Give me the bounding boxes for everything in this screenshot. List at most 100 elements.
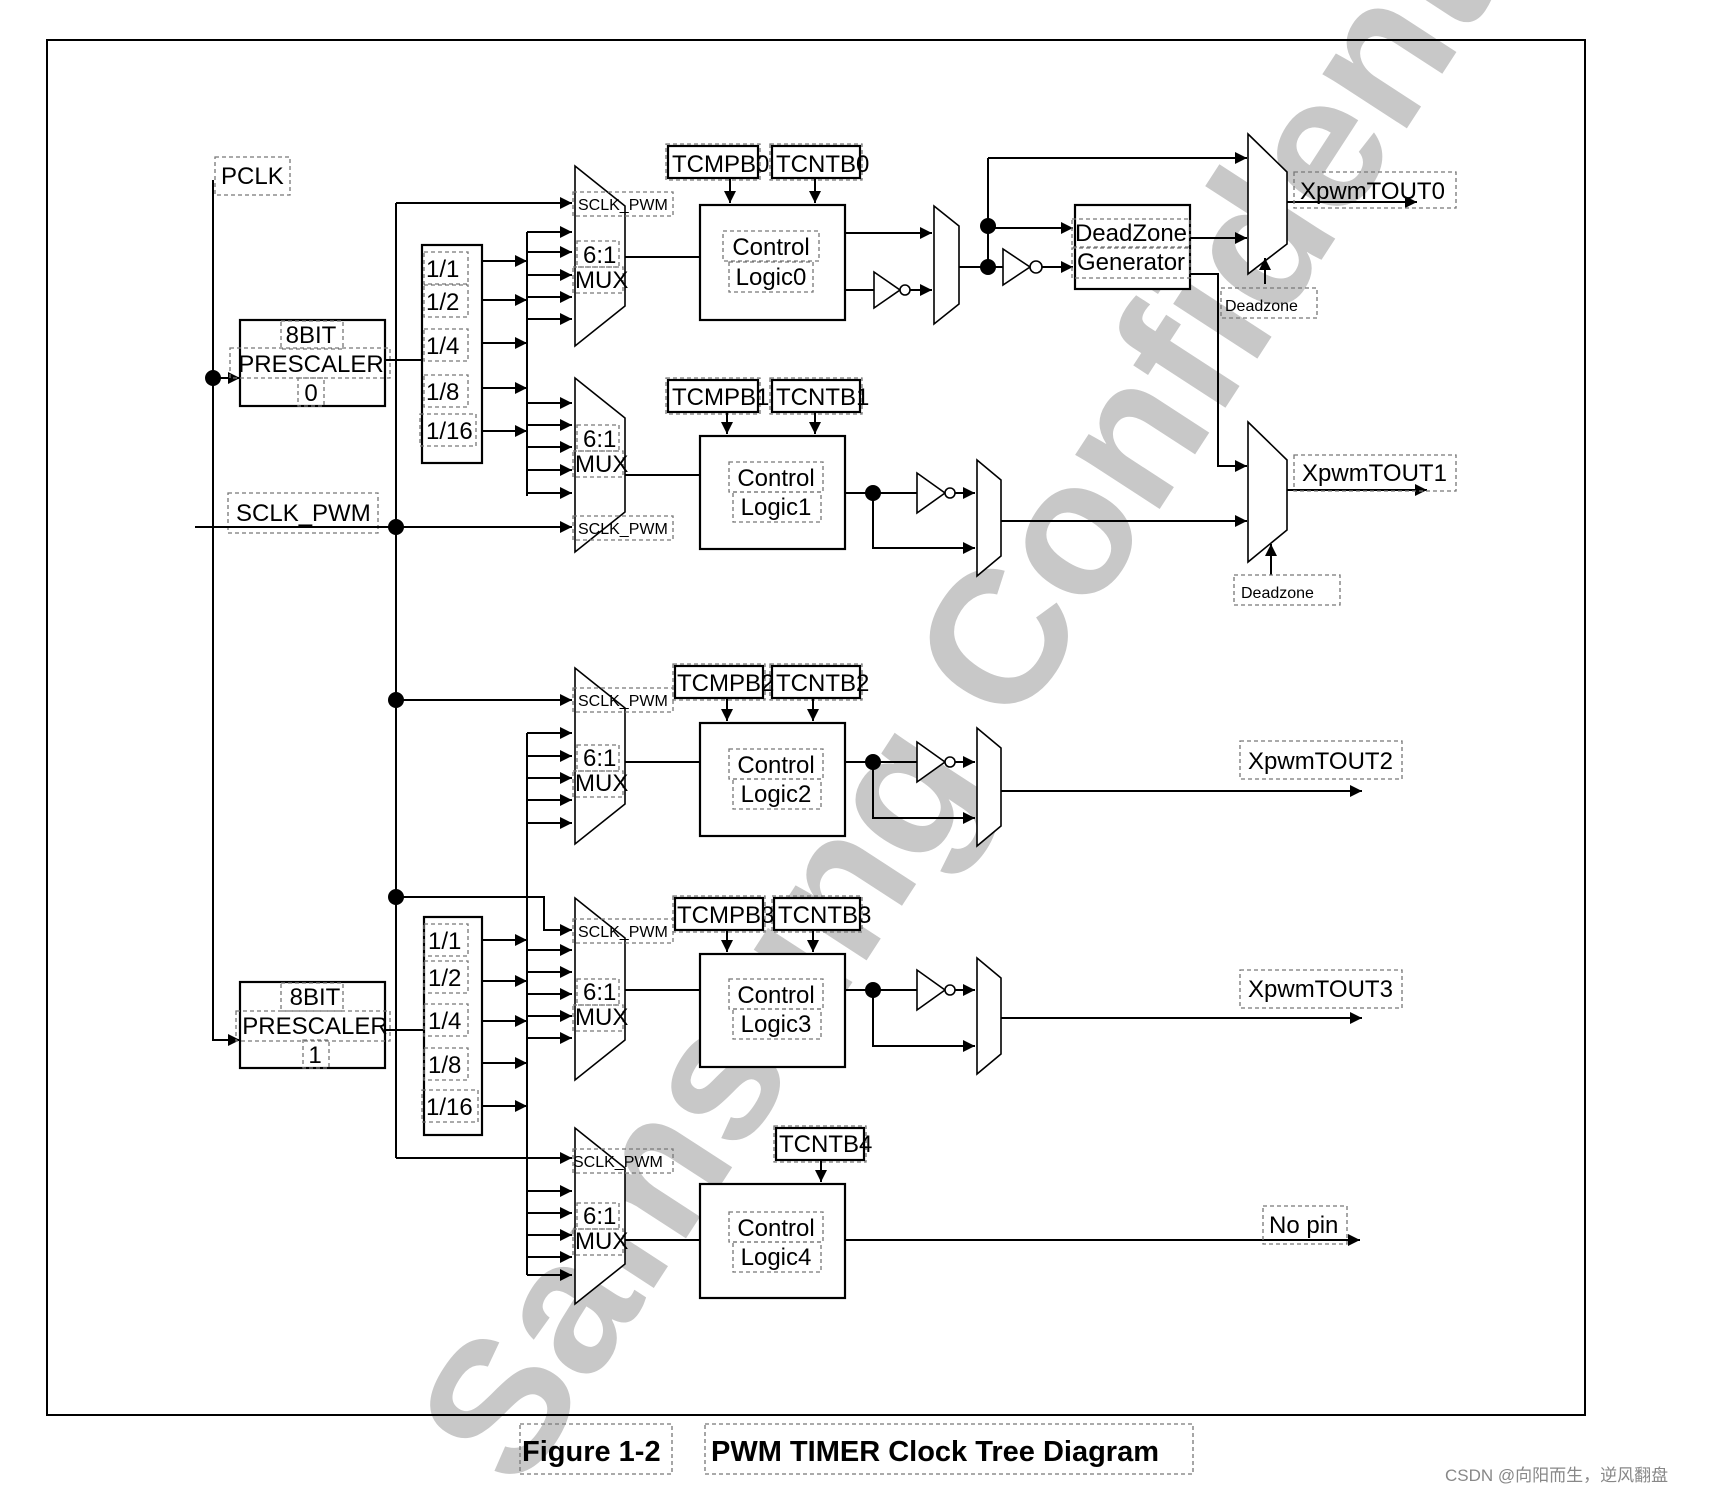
registers-3: TCMPB3 TCNTB3 bbox=[672, 895, 871, 952]
svg-text:PRESCALER: PRESCALER bbox=[242, 1013, 387, 1040]
control-logic-1: Control Logic1 bbox=[698, 434, 847, 551]
svg-text:TCNTB0: TCNTB0 bbox=[776, 151, 869, 178]
svg-text:8BIT: 8BIT bbox=[290, 984, 341, 1011]
svg-text:Control: Control bbox=[737, 1215, 814, 1242]
svg-text:SCLK_PWM: SCLK_PWM bbox=[573, 1154, 663, 1171]
svg-text:TCNTB3: TCNTB3 bbox=[778, 902, 871, 929]
svg-text:Deadzone: Deadzone bbox=[1225, 298, 1298, 315]
svg-text:6:1: 6:1 bbox=[583, 242, 616, 269]
svg-text:TCNTB1: TCNTB1 bbox=[776, 384, 869, 411]
control-logic-2: Control Logic2 bbox=[698, 721, 847, 838]
svg-text:0: 0 bbox=[304, 380, 317, 407]
deadzone-generator: DeadZone Generator bbox=[1071, 203, 1247, 472]
divider-0: 1/1 1/2 1/4 1/8 1/16 bbox=[419, 243, 527, 465]
output-label-4: No pin bbox=[1269, 1212, 1338, 1239]
mux-4: SCLK_PWM 6:1 MUX bbox=[572, 1126, 700, 1306]
registers-1: TCMPB1 TCNTB1 bbox=[665, 377, 869, 434]
sclk-pwm-input: SCLK_PWM bbox=[195, 492, 572, 535]
svg-text:MUX: MUX bbox=[575, 1228, 628, 1255]
svg-text:SCLK_PWM: SCLK_PWM bbox=[578, 693, 668, 710]
svg-text:1/1: 1/1 bbox=[426, 256, 459, 283]
svg-text:1/8: 1/8 bbox=[428, 1052, 461, 1079]
svg-text:SCLK_PWM: SCLK_PWM bbox=[578, 924, 668, 941]
svg-text:Logic3: Logic3 bbox=[741, 1011, 812, 1038]
registers-0: TCMPB0 TCNTB0 bbox=[665, 143, 869, 203]
svg-text:1: 1 bbox=[308, 1042, 321, 1069]
svg-text:TCMPB3: TCMPB3 bbox=[677, 902, 774, 929]
svg-text:DeadZone: DeadZone bbox=[1075, 220, 1187, 247]
svg-text:TCMPB1: TCMPB1 bbox=[672, 384, 769, 411]
svg-text:Deadzone: Deadzone bbox=[1241, 585, 1314, 602]
svg-text:1/16: 1/16 bbox=[426, 418, 473, 445]
output-label-3: XpwmTOUT3 bbox=[1248, 976, 1393, 1003]
prescaler-0: 8BIT PRESCALER 0 bbox=[229, 318, 422, 408]
svg-text:Logic4: Logic4 bbox=[741, 1244, 812, 1271]
channel-4-output: No pin bbox=[1262, 1205, 1348, 1245]
svg-text:TCNTB2: TCNTB2 bbox=[776, 670, 869, 697]
svg-text:SCLK_PWM: SCLK_PWM bbox=[578, 521, 668, 538]
svg-text:TCMPB2: TCMPB2 bbox=[677, 670, 774, 697]
svg-text:1/1: 1/1 bbox=[428, 928, 461, 955]
svg-text:1/4: 1/4 bbox=[426, 333, 459, 360]
divider-bus-0 bbox=[526, 226, 572, 499]
divider-bus-1 bbox=[526, 727, 572, 1281]
output-label-0: XpwmTOUT0 bbox=[1300, 178, 1445, 205]
output-mux-0: Deadzone XpwmTOUT0 bbox=[1220, 132, 1457, 319]
output-label-2: XpwmTOUT2 bbox=[1248, 748, 1393, 775]
control-logic-4: Control Logic4 bbox=[698, 1182, 1360, 1300]
svg-text:1/8: 1/8 bbox=[426, 379, 459, 406]
registers-2: TCMPB2 TCNTB2 bbox=[672, 663, 869, 721]
watermark-text: Samsung Confidential bbox=[377, 0, 1647, 1494]
output-label-1: XpwmTOUT1 bbox=[1302, 460, 1447, 487]
svg-text:TCNTB4: TCNTB4 bbox=[779, 1131, 872, 1158]
watermark: Samsung Confidential bbox=[377, 0, 1647, 1494]
svg-text:Control: Control bbox=[737, 752, 814, 779]
control-logic-3: Control Logic3 bbox=[698, 952, 847, 1069]
svg-text:6:1: 6:1 bbox=[583, 745, 616, 772]
diagram-frame bbox=[46, 39, 1586, 1416]
divider-1: 1/1 1/2 1/4 1/8 1/16 bbox=[421, 915, 527, 1137]
svg-text:6:1: 6:1 bbox=[583, 979, 616, 1006]
svg-text:1/2: 1/2 bbox=[428, 965, 461, 992]
svg-text:TCMPB0: TCMPB0 bbox=[672, 151, 769, 178]
output-mux-1: Deadzone XpwmTOUT1 bbox=[1233, 420, 1457, 606]
svg-text:Logic0: Logic0 bbox=[736, 264, 807, 291]
svg-text:Generator: Generator bbox=[1077, 249, 1185, 276]
figure-number: Figure 1-2 bbox=[522, 1436, 661, 1468]
channel-1-output bbox=[845, 458, 1247, 578]
mux-3: SCLK_PWM 6:1 MUX bbox=[572, 896, 700, 1082]
svg-text:Control: Control bbox=[737, 465, 814, 492]
svg-text:MUX: MUX bbox=[575, 1004, 628, 1031]
svg-text:SCLK_PWM: SCLK_PWM bbox=[578, 197, 668, 214]
figure-caption: Figure 1-2 PWM TIMER Clock Tree Diagram bbox=[519, 1423, 1194, 1475]
registers-4: TCNTB4 bbox=[773, 1125, 872, 1182]
sclk-pwm-label: SCLK_PWM bbox=[236, 500, 371, 527]
pclk-label: PCLK bbox=[221, 163, 284, 190]
channel-2-output: XpwmTOUT2 bbox=[845, 726, 1403, 848]
svg-text:6:1: 6:1 bbox=[583, 1203, 616, 1230]
svg-text:1/4: 1/4 bbox=[428, 1008, 461, 1035]
svg-text:8BIT: 8BIT bbox=[286, 322, 337, 349]
svg-text:MUX: MUX bbox=[575, 267, 628, 294]
svg-text:MUX: MUX bbox=[575, 770, 628, 797]
sclk-pwm-bus bbox=[388, 197, 572, 1164]
channel-0-output bbox=[845, 152, 1247, 326]
control-logic-0: Control Logic0 bbox=[698, 203, 847, 322]
pclk-input: PCLK bbox=[205, 156, 291, 1046]
footer-attribution: CSDN @向阳而生，逆风翻盘 bbox=[1445, 1466, 1668, 1485]
svg-text:Logic2: Logic2 bbox=[741, 781, 812, 808]
prescaler-1: 8BIT PRESCALER 1 bbox=[235, 980, 424, 1070]
mux-1: 6:1 MUX SCLK_PWM bbox=[572, 376, 700, 554]
svg-text:MUX: MUX bbox=[575, 451, 628, 478]
svg-text:Control: Control bbox=[737, 982, 814, 1009]
channel-3-output: XpwmTOUT3 bbox=[845, 956, 1403, 1076]
svg-text:PRESCALER: PRESCALER bbox=[238, 351, 383, 378]
svg-text:1/16: 1/16 bbox=[426, 1094, 473, 1121]
svg-text:Logic1: Logic1 bbox=[741, 494, 812, 521]
svg-text:1/2: 1/2 bbox=[426, 289, 459, 316]
svg-text:Control: Control bbox=[732, 234, 809, 261]
svg-text:6:1: 6:1 bbox=[583, 426, 616, 453]
mux-0: SCLK_PWM 6:1 MUX bbox=[572, 164, 700, 348]
figure-title: PWM TIMER Clock Tree Diagram bbox=[711, 1436, 1159, 1468]
